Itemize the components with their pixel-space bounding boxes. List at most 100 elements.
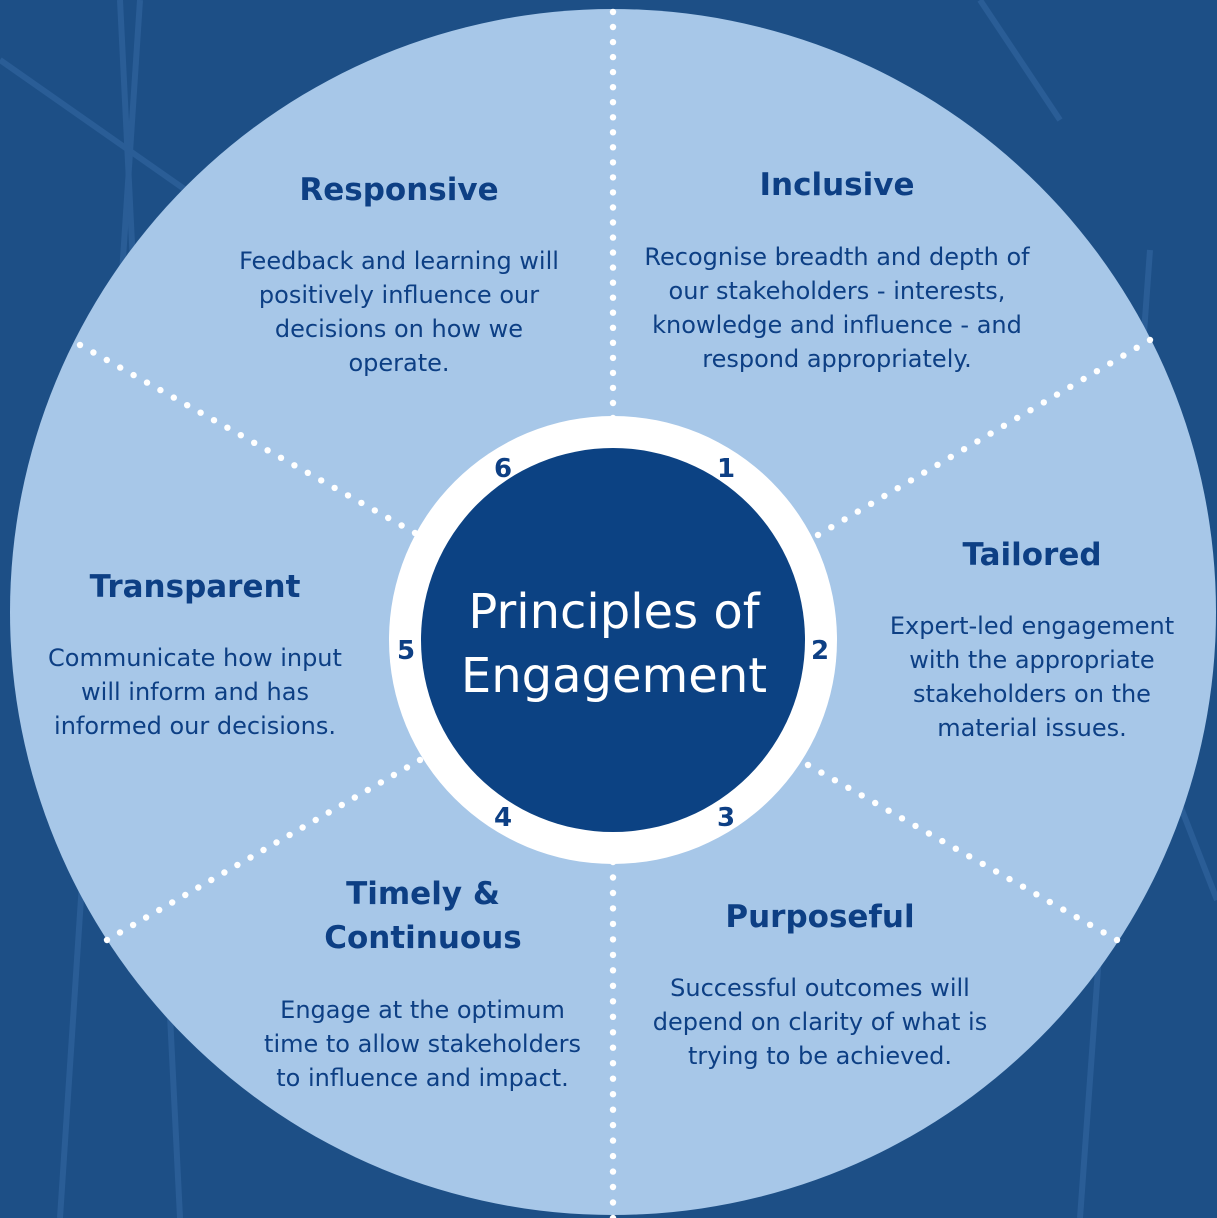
divider-dot [854,508,861,515]
divider-dot [609,324,617,331]
segment-title-inclusive: Inclusive [759,167,915,203]
divider-dot [609,294,617,301]
divider-dot [885,807,892,814]
segment-number-5: 5 [396,636,416,666]
divider-dot [130,371,137,379]
divider-dot [831,777,839,784]
divider-dot [609,8,617,16]
divider-dot [1133,344,1140,351]
divider-dot [894,485,901,492]
divider-dot [609,1044,617,1051]
divider-dot [1146,336,1154,344]
divider-dot [609,936,617,943]
divider-dot [129,921,137,929]
divider-dot [804,761,812,769]
divider-dot [845,784,852,791]
divider-dot [312,816,319,824]
divider-dot [609,1183,617,1191]
divider-dot [210,417,218,424]
divider-dot [898,815,906,822]
segment-title-responsive: Responsive [299,172,499,208]
divider-dot [197,409,204,416]
divider-dot [609,1152,617,1160]
divider-dot [318,477,325,484]
divider-dot [609,905,617,912]
divider-dot [416,756,424,764]
divider-dot [609,1199,617,1206]
divider-dot [273,839,280,846]
segment-body-transparent: Communicate how input will inform and ha… [48,644,342,740]
segment-number-2: 2 [810,636,830,666]
divider-dot [609,1075,617,1082]
divider-dot [609,1121,617,1129]
divider-dot [609,920,617,928]
divider-dot [1014,414,1021,422]
divider-dot [609,144,617,151]
divider-dot [609,1013,617,1020]
divider-dot [358,499,365,507]
divider-dot [1033,891,1040,898]
segment-body-purposeful: Successful outcomes will depend on clari… [652,974,988,1070]
divider-dot [1053,391,1061,398]
divider-dot [377,779,385,786]
divider-dot [76,341,84,349]
divider-dot [1113,936,1121,944]
segment-number-1: 1 [716,454,736,484]
divider-dot [609,399,617,407]
divider-dot [609,1137,617,1144]
divider-dot [1120,352,1127,359]
divider-dot [1073,914,1080,921]
divider-dot [103,936,111,944]
divider-dot [1000,422,1008,429]
divider-dot [364,786,371,794]
divider-dot [952,845,959,852]
divider-dot [925,830,933,837]
divider-dot [609,204,617,211]
divider-dot [609,384,617,392]
divider-dot [1100,929,1107,936]
divider-dot [841,516,848,523]
divider-dot [609,1091,617,1098]
divider-dot [299,824,306,831]
divider-dot [143,379,151,386]
divider-dot [234,861,241,869]
divider-dot [609,159,617,166]
divider-dot [156,906,163,914]
divider-dot [987,430,994,437]
divider-dot [208,876,215,884]
divider-dot [858,792,865,799]
divider-dot [251,439,258,446]
divider-dot [609,53,617,61]
divider-dot [385,514,392,522]
divider-dot [117,364,124,371]
divider-dot [277,454,285,461]
divider-dot [609,1029,617,1036]
divider-dot [881,492,888,500]
divider-dot [325,809,332,816]
divider-dot [979,860,986,868]
divider-dot [291,462,298,469]
divider-dot [157,386,164,394]
divider-dot [221,869,228,876]
segment-body-responsive: Feedback and learning will positively in… [239,247,559,377]
divider-dot [1019,883,1027,890]
divider-dot [609,309,617,316]
divider-dot [907,477,915,484]
divider-dot [1080,375,1087,383]
divider-dot [609,114,617,121]
segment-body-tailored: Expert-led engagement with the appropria… [889,612,1175,742]
segment-body-inclusive: Recognise breadth and depth of our stake… [644,243,1030,373]
divider-dot [224,424,231,431]
divider-dot [1040,399,1048,406]
divider-dot [609,339,617,346]
divider-dot [398,522,405,529]
divider-dot [170,394,177,401]
divider-dot [828,524,835,531]
divider-dot [344,492,352,499]
divider-dot [184,402,191,409]
divider-dot [304,469,311,476]
divider-dot [609,189,617,196]
center-circle [421,448,805,832]
divider-dot [609,174,617,181]
